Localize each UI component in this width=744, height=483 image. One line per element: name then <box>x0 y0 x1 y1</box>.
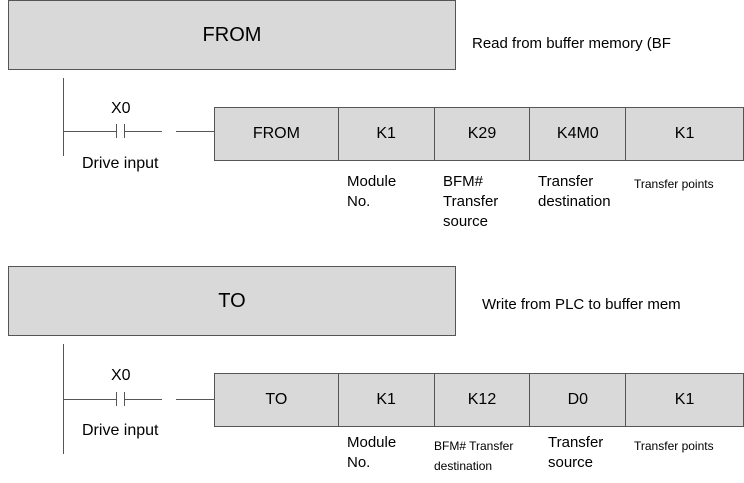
to-instruction-row: TO K1 K12 D0 K1 <box>214 373 744 427</box>
from-cell-instruction: FROM <box>252 125 300 142</box>
from-destination-label: Transfer destination <box>538 173 611 210</box>
to-points-label: Transfer points <box>634 439 714 453</box>
to-cell-bfm: K12 <box>433 374 530 426</box>
to-contact-label: X0 <box>111 367 131 384</box>
from-cell-bfm: K29 <box>433 108 530 160</box>
to-header: TO <box>8 266 456 336</box>
to-wire-gap <box>176 399 214 400</box>
to-cell-source: D0 <box>529 374 625 426</box>
from-cell-module: K1 <box>337 108 434 160</box>
to-source-label: Transfer source <box>548 434 604 471</box>
from-module-label: Module No. <box>347 173 397 210</box>
from-contact-label: X0 <box>111 100 131 117</box>
from-wire-left <box>63 131 116 132</box>
from-wire-gap <box>176 131 214 132</box>
to-cell-module: K1 <box>337 374 434 426</box>
to-drive-input-label: Drive input <box>82 422 159 439</box>
to-wire-right <box>124 399 162 400</box>
to-header-title: TO <box>218 289 246 312</box>
from-bfm-label: BFM# Transfer source <box>443 173 499 230</box>
from-contact-bar-left <box>116 124 117 138</box>
from-instruction-row: FROM K1 K29 K4M0 K1 <box>214 107 744 161</box>
to-cell-instruction: TO <box>265 391 288 408</box>
from-left-rail <box>63 78 64 156</box>
to-wire-left <box>63 399 116 400</box>
from-description: Read from buffer memory (BF <box>472 35 671 52</box>
to-contact-bar-left <box>116 392 117 406</box>
from-wire-right <box>124 131 162 132</box>
to-description: Write from PLC to buffer mem <box>482 296 681 313</box>
to-bfm-label: BFM# Transfer destination <box>434 439 514 473</box>
from-drive-input-label: Drive input <box>82 155 159 172</box>
to-cell-points: K1 <box>625 374 743 426</box>
from-cell-points: K1 <box>625 108 743 160</box>
to-module-label: Module No. <box>347 434 397 471</box>
from-header-title: FROM <box>202 23 262 46</box>
from-cell-destination: K4M0 <box>529 108 625 160</box>
from-header: FROM <box>8 0 456 70</box>
from-points-label: Transfer points <box>634 177 714 191</box>
